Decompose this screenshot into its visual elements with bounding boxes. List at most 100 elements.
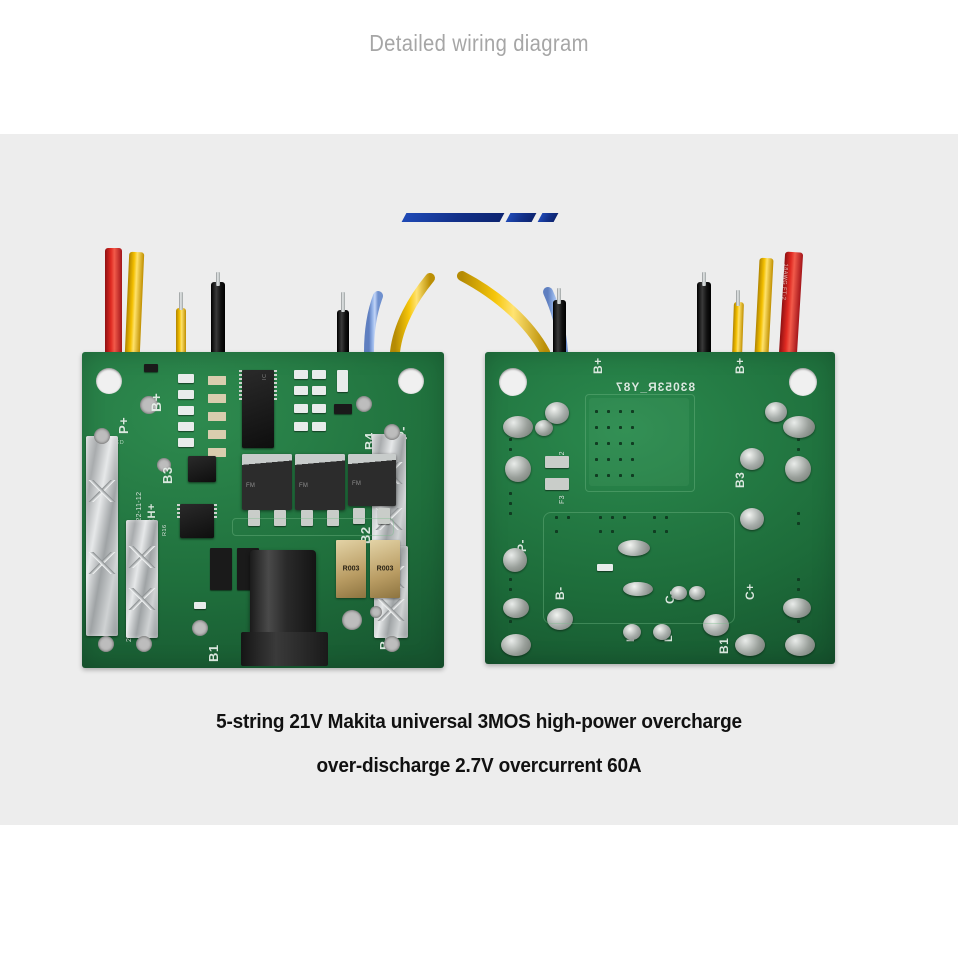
smd-transistor [144, 364, 158, 372]
smd-capacitor [208, 448, 226, 457]
silk-bplus: B+ [148, 392, 164, 412]
accent-bar-long [401, 213, 505, 222]
test-pad-left [140, 396, 158, 414]
smd-capacitor [208, 376, 226, 385]
mosfet-3: FM [348, 454, 396, 506]
solder-ring-9 [735, 634, 765, 656]
smd-capacitor [208, 430, 226, 439]
caption-line-2: over-discharge 2.7V overcurrent 60A [316, 755, 642, 777]
solder-ring-6 [503, 598, 529, 618]
smd-resistor [294, 422, 308, 431]
silk-part-number: 83053R_Y87 [615, 380, 696, 394]
wire-tip-b1 [702, 272, 706, 286]
soic8-pins-right [214, 504, 217, 538]
black-connector-barrel [240, 550, 328, 666]
wire-tip-b3 [179, 292, 183, 310]
smd-resistor [312, 422, 326, 431]
smd-resistor [178, 438, 194, 447]
accent-bar-short [537, 213, 559, 222]
mosfet-marking: FM [246, 483, 256, 490]
solder-pad-bminus [384, 636, 400, 652]
fuse-f3 [545, 478, 569, 490]
smd-resistor [178, 374, 194, 383]
smd-capacitor [208, 394, 226, 403]
ic-pins-right [274, 370, 277, 448]
solder-joint-b1 [703, 614, 729, 636]
silk-b1: B1 [206, 644, 221, 662]
pcb-board-back[interactable]: 83053R_Y87 B+ B+ P- B- C- C+ B3 B1 L- L+… [485, 352, 835, 664]
smd-resistor [178, 390, 194, 399]
wire-black-b1 [697, 282, 711, 356]
mosfet-lead [378, 508, 390, 524]
solder-pad-lplus [653, 624, 671, 640]
shunt-resistor-1: R003 [336, 540, 366, 598]
shunt-resistor-2: R003 [370, 540, 400, 598]
silk-r16: R16 [162, 524, 168, 536]
smd-resistor [294, 386, 308, 395]
solder-joint-yellow [545, 402, 569, 424]
decorative-accent-bars [396, 213, 566, 229]
wire-marking-awg: 18AWG FT-2 [780, 263, 789, 301]
soic8-package [177, 504, 217, 538]
wire-tip-yellow-b1 [736, 290, 740, 306]
smd-resistor [312, 370, 326, 379]
via-large-1 [342, 610, 362, 630]
solder-joint-black [547, 608, 573, 630]
page-title: Detailed wiring diagram [369, 30, 589, 56]
solder-joint-b3 [740, 448, 764, 470]
mosfet-2: FM [295, 454, 345, 510]
mounting-hole-top-right [398, 368, 424, 394]
copper-pour-fill [589, 398, 689, 486]
solder-ring-5 [785, 456, 811, 482]
copper-trace-lower [543, 512, 735, 624]
smd-resistor [294, 404, 308, 413]
copper-trace [232, 518, 394, 536]
wire-red-bplus [105, 248, 122, 356]
mounting-hole-back-top-left [499, 368, 527, 396]
silk-back-cplus: C+ [743, 583, 757, 600]
solder-joint-small-2 [689, 586, 705, 600]
wire-tip-right-bminus [557, 288, 561, 304]
electrolytic-cap-1 [210, 548, 232, 590]
test-pad-right [356, 396, 372, 412]
ic-marking: IC [262, 373, 268, 381]
solder-pad-b1b [136, 636, 152, 652]
protection-ic: IC [239, 370, 277, 448]
solder-ring-10 [785, 634, 815, 656]
caption-line-1: 5-string 21V Makita universal 3MOS high-… [216, 711, 742, 733]
solder-joint-red [765, 402, 787, 422]
sot-package [188, 456, 216, 482]
mounting-hole-top-left [96, 368, 122, 394]
solder-pad-pplus [94, 428, 110, 444]
mosfet-lead [353, 508, 365, 524]
accent-bar-medium [505, 213, 537, 222]
product-caption: 5-string 21V Makita universal 3MOS high-… [0, 700, 958, 788]
shunt-marking: R003 [342, 565, 360, 573]
wire-tip-pminus [341, 292, 345, 312]
smd-resistor [312, 404, 326, 413]
smd-resistor [294, 370, 308, 379]
solder-ring-2 [535, 420, 553, 436]
fuse-f2 [545, 456, 569, 468]
connector-plug [240, 632, 328, 666]
mosfet-marking: FM [352, 481, 362, 488]
shunt-marking: R003 [376, 565, 394, 573]
smd-diode [334, 404, 352, 414]
silk-back-bplus: B+ [591, 357, 605, 374]
wire-tip-bminus [216, 272, 220, 286]
wire-black-pminus [337, 310, 349, 356]
mosfet-lead [327, 510, 339, 526]
silk-back-b1: B1 [717, 637, 731, 654]
mosfet-lead [274, 510, 286, 526]
mounting-hole-back-top-right [789, 368, 817, 396]
solder-pad-b1 [98, 636, 114, 652]
smd-resistor [178, 422, 194, 431]
smd-capacitor [208, 412, 226, 421]
solder-ring-1 [503, 416, 533, 438]
wire-yellow-b3 [176, 308, 186, 356]
solder-ring-3 [505, 456, 531, 482]
battery-contact-b1 [126, 520, 158, 638]
solder-ring-7 [501, 634, 531, 656]
pcb-board-front[interactable]: B+ P+ B3 CH+ 2022-11-12 R16 2022-11-12 B… [82, 352, 444, 668]
